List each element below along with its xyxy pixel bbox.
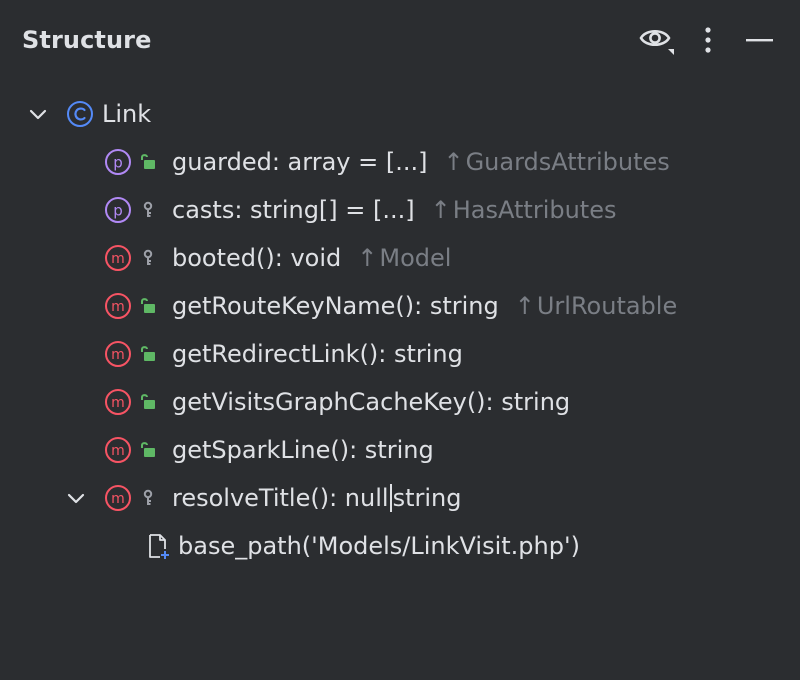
protected-lock-icon [138, 152, 158, 172]
item-name-part: resolveTitle(): null [172, 484, 389, 512]
item-label: booted(): void ↑Model [172, 244, 451, 272]
item-name: getVisitsGraphCacheKey(): string [172, 388, 571, 416]
protected-lock-icon [138, 392, 158, 412]
tree-item-method[interactable]: m booted(): void ↑Model [0, 234, 800, 282]
origin-class: Model [379, 244, 452, 272]
chevron-down-icon[interactable] [26, 102, 50, 126]
private-key-icon [138, 488, 158, 508]
tree-item-method[interactable]: m getSparkLine(): string [0, 426, 800, 474]
item-origin: ↑GuardsAttributes [443, 148, 669, 176]
item-name: casts: string[] = [...] [172, 196, 415, 224]
tree-item-property[interactable]: p guarded: array = [...] ↑GuardsAttribute… [0, 138, 800, 186]
tree-item-method[interactable]: m getVisitsGraphCacheKey(): string [0, 378, 800, 426]
include-label: base_path('Models/LinkVisit.php') [178, 532, 580, 560]
structure-header: Structure [0, 0, 800, 82]
tree-item-include[interactable]: base_path('Models/LinkVisit.php') [0, 522, 800, 570]
class-name: Link [102, 100, 152, 128]
property-icon: p [104, 148, 132, 176]
method-icon: m [104, 340, 132, 368]
method-icon: m [104, 292, 132, 320]
method-icon: m [104, 244, 132, 272]
svg-text:m: m [111, 491, 125, 507]
method-icon: m [104, 436, 132, 464]
item-label: getSparkLine(): string [172, 436, 434, 464]
origin-class: HasAttributes [452, 196, 617, 224]
arrow-up-icon: ↑ [443, 148, 464, 176]
tree-item-property[interactable]: p casts: string[] = [...] ↑HasAttributes [0, 186, 800, 234]
svg-text:p: p [113, 154, 123, 172]
protected-lock-icon [138, 440, 158, 460]
class-icon [66, 100, 94, 128]
more-vertical-icon[interactable] [688, 22, 728, 58]
svg-text:m: m [111, 251, 125, 267]
minimize-icon[interactable] [740, 22, 780, 58]
method-icon: m [104, 484, 132, 512]
item-label: getRedirectLink(): string [172, 340, 463, 368]
private-key-icon [138, 248, 158, 268]
item-name: getRouteKeyName(): string [172, 292, 499, 320]
svg-text:m: m [111, 347, 125, 363]
text-caret [389, 484, 392, 512]
private-key-icon [138, 200, 158, 220]
tree-root-class[interactable]: Link [0, 90, 800, 138]
chevron-down-icon[interactable] [64, 486, 88, 510]
eye-icon[interactable] [636, 22, 676, 58]
item-label: guarded: array = [...] ↑GuardsAttributes [172, 148, 670, 176]
item-name: getSparkLine(): string [172, 436, 434, 464]
protected-lock-icon [138, 296, 158, 316]
origin-class: UrlRoutable [536, 292, 678, 320]
item-name: getRedirectLink(): string [172, 340, 463, 368]
arrow-up-icon: ↑ [514, 292, 535, 320]
panel-title: Structure [22, 26, 152, 54]
svg-text:m: m [111, 395, 125, 411]
item-label: getVisitsGraphCacheKey(): string [172, 388, 570, 416]
origin-class: GuardsAttributes [465, 148, 670, 176]
svg-text:m: m [111, 299, 125, 315]
arrow-up-icon: ↑ [357, 244, 378, 272]
item-label: getRouteKeyName(): string ↑UrlRoutable [172, 292, 677, 320]
file-include-icon [144, 532, 172, 560]
svg-text:m: m [111, 443, 125, 459]
item-name: guarded: array = [...] [172, 148, 428, 176]
item-origin: ↑UrlRoutable [515, 292, 678, 320]
svg-text:p: p [113, 202, 123, 220]
item-origin: ↑Model [357, 244, 451, 272]
method-icon: m [104, 388, 132, 416]
item-origin: ↑HasAttributes [431, 196, 617, 224]
item-name: booted(): void [172, 244, 342, 272]
tree-item-method[interactable]: m getRedirectLink(): string [0, 330, 800, 378]
item-name-part: string [392, 484, 462, 512]
property-icon: p [104, 196, 132, 224]
arrow-up-icon: ↑ [430, 196, 451, 224]
protected-lock-icon [138, 344, 158, 364]
item-label: casts: string[] = [...] ↑HasAttributes [172, 196, 616, 224]
tree-item-method[interactable]: m getRouteKeyName(): string ↑UrlRoutable [0, 282, 800, 330]
